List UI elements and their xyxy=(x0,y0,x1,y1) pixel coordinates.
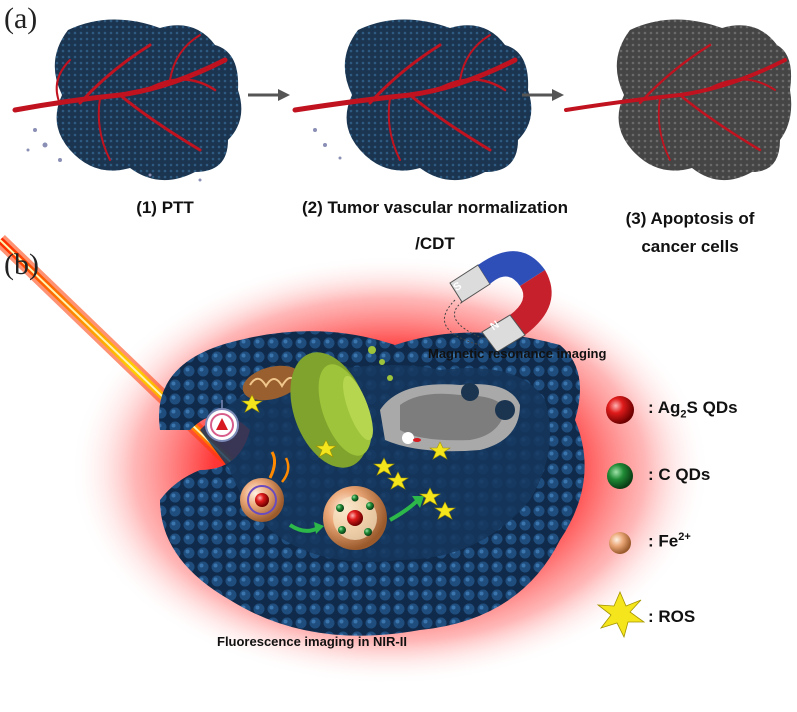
panel-a-label: (a) xyxy=(4,2,38,35)
magnet-icon xyxy=(444,251,552,353)
fluorescence-label: Fluorescence imaging in NIR-II xyxy=(217,634,407,649)
step-normalization-label: (2) Tumor vascular normalization /CDT xyxy=(301,198,569,253)
panel-b-label: (b) xyxy=(4,248,39,281)
conversion-arrows xyxy=(288,496,424,534)
nanoparticle-in-endosome-icon xyxy=(205,400,239,442)
tumor-ptt-illustration xyxy=(12,19,242,182)
legend-ag2s-qds: : Ag2S QDs xyxy=(648,398,738,421)
legend-ros: : ROS xyxy=(648,607,696,626)
ros-stars xyxy=(241,394,456,520)
legend-fe2plus: : Fe2+ xyxy=(648,531,691,551)
tan-sphere-icon xyxy=(609,532,631,554)
legend-c-qds: : C QDs xyxy=(648,465,711,484)
mitochondrion-icon xyxy=(242,365,302,401)
nucleus-icon xyxy=(380,383,520,452)
red-sphere-icon xyxy=(606,396,634,424)
step-apoptosis-label: (3) Apoptosis of cancer cells xyxy=(625,209,755,256)
cancer-cell xyxy=(159,331,585,636)
arrow-2-head xyxy=(552,89,564,101)
green-sphere-icon xyxy=(607,463,633,489)
mri-label: Magnetic resonance imaging xyxy=(428,346,607,361)
nanoparticle-degraded-icon xyxy=(323,486,387,550)
tumor-apoptosis-illustration xyxy=(564,19,792,181)
nanoparticle-heated-icon xyxy=(240,451,290,522)
tumor-normalization-illustration xyxy=(292,19,532,181)
arrow-1-head xyxy=(278,89,290,101)
golgi-apparatus-icon xyxy=(290,346,393,468)
ros-star-icon xyxy=(596,590,646,639)
step-ptt-label: (1) PTT xyxy=(136,198,194,217)
